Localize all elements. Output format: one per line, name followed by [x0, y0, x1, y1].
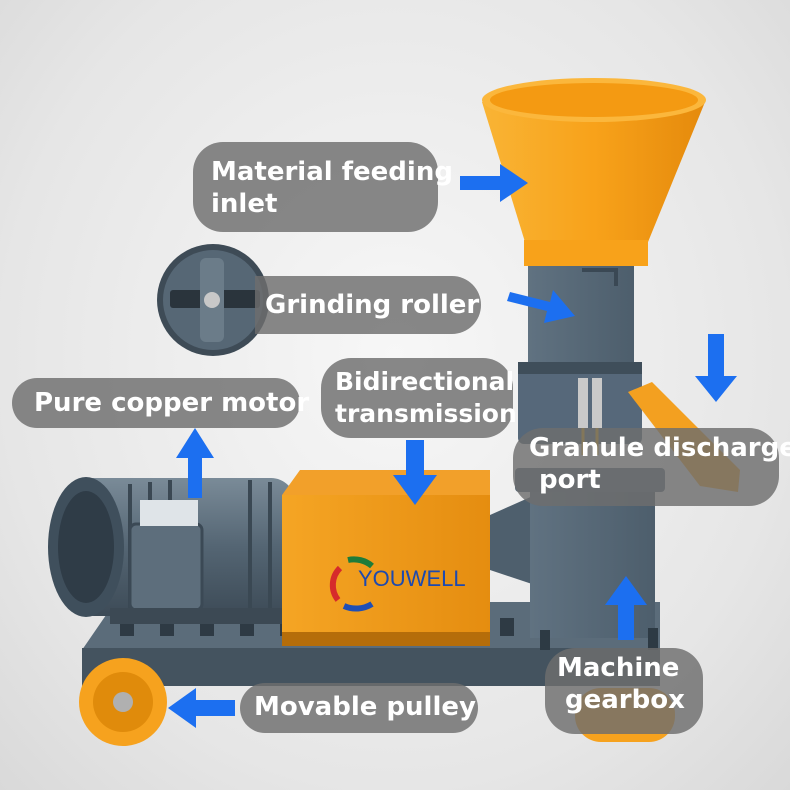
- label-feeding-line1: Material feeding: [211, 157, 453, 187]
- label-discharge-line1: Granule discharge: [529, 433, 790, 463]
- coupling: [490, 495, 535, 585]
- youwell-logo: YOUWELL: [329, 556, 466, 612]
- label-material-feeding-inlet: Material feeding inlet: [193, 142, 453, 232]
- grinding-roller-inset: [157, 244, 269, 356]
- arrow-gearbox: [605, 576, 647, 640]
- electric-motor: [48, 477, 295, 624]
- arrow-grinding-roller: [507, 290, 575, 323]
- label-grinding-roller: Grinding roller: [255, 276, 481, 334]
- arrow-pulley: [168, 688, 235, 728]
- feed-hopper: [482, 78, 706, 266]
- brand-text: YOUWELL: [358, 566, 466, 591]
- label-granule-discharge-port: Granule discharge port: [513, 428, 790, 506]
- transmission-box: [282, 470, 490, 646]
- label-transmission-line1: Bidirectional: [335, 367, 515, 396]
- label-pulley-text: Movable pulley: [254, 692, 476, 722]
- arrow-feeding-inlet: [460, 164, 528, 202]
- label-motor-text: Pure copper motor: [34, 388, 310, 418]
- arrow-discharge-port: [695, 334, 737, 402]
- label-movable-pulley: Movable pulley: [240, 683, 478, 733]
- label-gearbox-line1: Machine: [557, 653, 680, 683]
- label-pure-copper-motor: Pure copper motor: [12, 378, 310, 428]
- label-grinding-text: Grinding roller: [265, 290, 480, 320]
- arrow-transmission: [393, 440, 437, 505]
- label-bidirectional-transmission: Bidirectional transmission: [321, 358, 517, 438]
- label-machine-gearbox: Machine gearbox: [545, 648, 703, 734]
- label-transmission-line2: transmission: [335, 399, 517, 428]
- label-discharge-line2: port: [539, 465, 601, 495]
- arrow-motor: [176, 428, 214, 498]
- label-gearbox-line2: gearbox: [565, 685, 685, 715]
- pelletizing-chamber: [518, 258, 642, 455]
- label-feeding-line2: inlet: [211, 189, 278, 219]
- front-wheel: [79, 658, 167, 746]
